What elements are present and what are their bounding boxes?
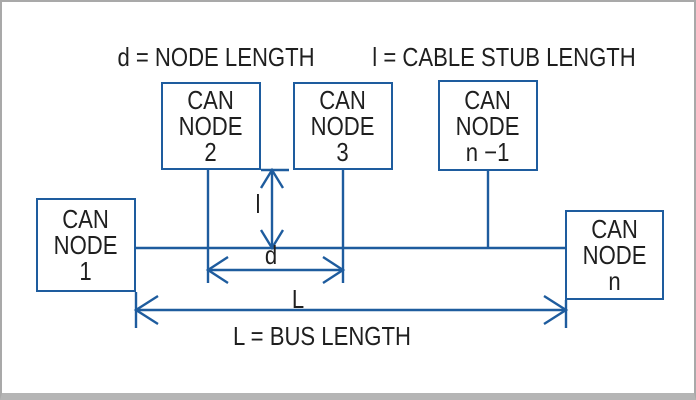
bus-length-arrowhead-right bbox=[543, 294, 569, 326]
can-node-n-label: CAN NODE n bbox=[583, 216, 647, 294]
can-node-n-line3: n bbox=[608, 266, 621, 296]
can-node-2-label: CAN NODE 2 bbox=[179, 87, 243, 165]
stub-length-arrowhead-down bbox=[259, 229, 285, 251]
can-node-2-line3: 2 bbox=[204, 137, 218, 167]
cable-stub-length-annotation: l = CABLE STUB LENGTH bbox=[372, 42, 636, 72]
can-node-2-line1: CAN bbox=[187, 85, 235, 115]
can-node-2-box: CAN NODE 2 bbox=[161, 82, 261, 170]
can-node-3-line1: CAN bbox=[319, 85, 367, 115]
can-node-1-label: CAN NODE 1 bbox=[54, 206, 118, 284]
can-node-1-line2: NODE bbox=[54, 230, 118, 260]
can-node-1-box: CAN NODE 1 bbox=[36, 198, 136, 292]
can-node-n-minus-1-line2: NODE bbox=[456, 110, 520, 141]
can-node-3-box: CAN NODE 3 bbox=[293, 82, 393, 170]
can-node-3-line2: NODE bbox=[311, 111, 375, 141]
can-node-n-line2: NODE bbox=[582, 240, 647, 270]
stub-length-arrowhead-up bbox=[259, 167, 285, 189]
node-length-annotation: d = NODE LENGTH bbox=[117, 42, 315, 72]
can-node-n-line1: CAN bbox=[591, 214, 638, 244]
can-node-1-line1: CAN bbox=[62, 204, 110, 234]
can-node-n-minus-1-line1: CAN bbox=[464, 84, 512, 115]
node-spacing-arrowhead-right bbox=[322, 255, 346, 285]
can-node-n-minus-1-label: CAN NODE n −1 bbox=[456, 87, 520, 165]
node-spacing-dimension-label: d bbox=[264, 240, 278, 270]
node-spacing-arrowhead-left bbox=[205, 255, 229, 285]
stub-length-dimension-label: l bbox=[255, 189, 261, 219]
can-node-n-minus-1-box: CAN NODE n −1 bbox=[438, 80, 538, 171]
bus-length-annotation: L = BUS LENGTH bbox=[233, 321, 411, 351]
can-node-n-box: CAN NODE n bbox=[565, 210, 664, 300]
can-node-3-line3: 3 bbox=[336, 137, 350, 167]
can-node-1-line3: 1 bbox=[79, 256, 93, 286]
bus-length-dimension-label: L bbox=[291, 284, 305, 314]
bus-length-arrowhead-left bbox=[133, 294, 159, 326]
can-node-2-line2: NODE bbox=[179, 111, 243, 141]
can-node-n-minus-1-line3: n −1 bbox=[466, 136, 510, 167]
can-node-3-label: CAN NODE 3 bbox=[311, 87, 375, 165]
